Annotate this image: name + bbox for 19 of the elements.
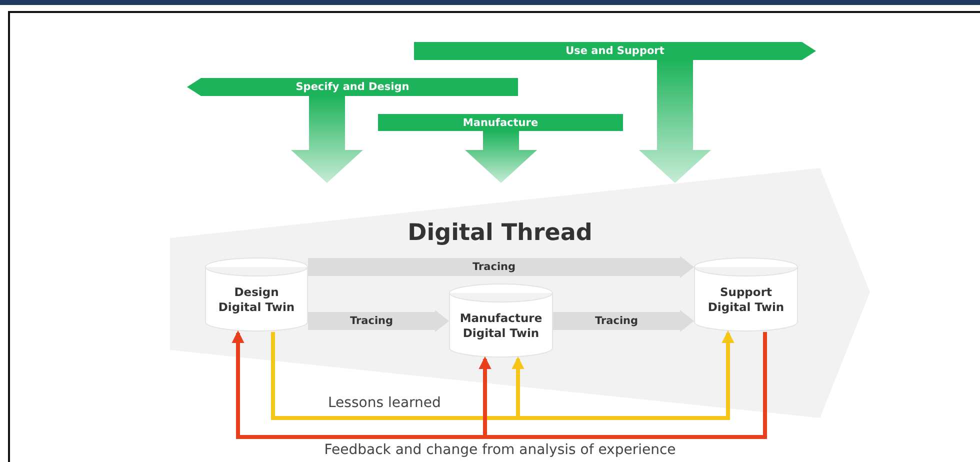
twin-label: Manufacture Digital Twin <box>458 311 544 341</box>
chevron-arrow <box>308 256 694 278</box>
twin-label: Design Digital Twin <box>217 285 296 315</box>
twin-label: Support Digital Twin <box>706 285 786 315</box>
edge-label: Tracing <box>594 315 638 327</box>
edge-label: Feedback and change from analysis of experience <box>324 442 676 458</box>
thread-label: Digital Thread <box>408 220 592 246</box>
band-label: Specify and Design <box>296 81 410 93</box>
edge-label: Tracing <box>472 261 516 273</box>
band-label: Manufacture <box>462 116 538 128</box>
edge-label: Lessons learned <box>328 395 441 411</box>
chevron-arrow <box>553 310 694 332</box>
block-arrow <box>465 131 537 183</box>
band-label: Use and Support <box>566 45 664 57</box>
block-arrow <box>291 96 363 183</box>
arrow <box>271 332 524 420</box>
chevron-arrow <box>308 310 449 332</box>
block-arrow <box>639 60 711 183</box>
edge-label: Tracing <box>350 315 394 327</box>
